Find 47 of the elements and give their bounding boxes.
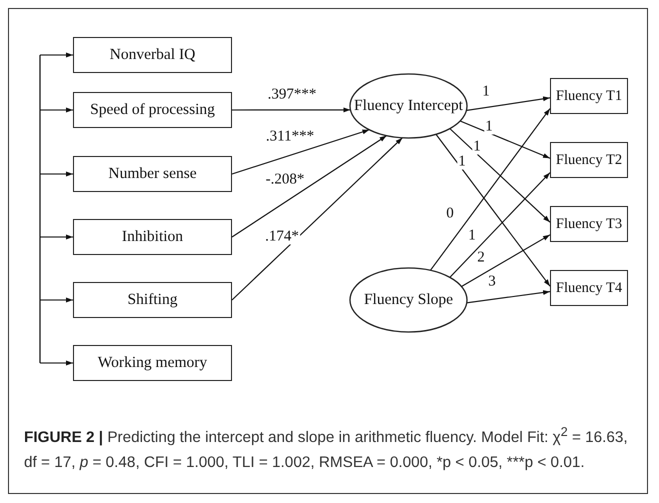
node-label: Number sense (107, 165, 198, 183)
node-label: Nonverbal IQ (108, 46, 196, 64)
latent-variable-ellipse (350, 268, 467, 332)
node-label: Fluency T1 (554, 88, 624, 104)
variable-box (73, 92, 232, 128)
variable-box (550, 206, 628, 242)
arrow (232, 129, 370, 175)
edge-label: .174* (264, 230, 300, 244)
edge-label: 1 (457, 154, 467, 170)
node-label: Fluency T3 (554, 216, 624, 232)
node-label: Working memory (96, 354, 208, 372)
latent-variable-ellipse (350, 74, 467, 138)
arrow (466, 96, 550, 111)
variable-box (73, 345, 232, 381)
node-label: Speed of processing (89, 101, 216, 119)
arrow (40, 298, 73, 302)
arrow (461, 234, 550, 287)
arrow (232, 135, 387, 238)
arrow (232, 137, 403, 300)
arrow (460, 120, 550, 159)
variable-box (73, 156, 232, 192)
node-label: Fluency T2 (554, 152, 624, 168)
variable-box (550, 142, 628, 178)
variable-box (73, 219, 232, 255)
variable-box (73, 282, 232, 318)
node-label: Inhibition (120, 228, 184, 246)
arrow (449, 128, 550, 223)
arrow (466, 290, 550, 304)
arrow (40, 172, 73, 176)
edge-label: 1 (472, 140, 482, 154)
arrow (40, 234, 73, 240)
node-label: Fluency Slope (362, 290, 454, 310)
variable-box (550, 78, 628, 114)
arrow (436, 134, 550, 287)
variable-box (73, 37, 232, 73)
arrow (40, 108, 73, 112)
edge-label: 1 (484, 120, 494, 134)
arrow (232, 107, 350, 112)
node-label: Fluency Intercept (353, 96, 464, 116)
arrow (449, 172, 550, 278)
arrow (430, 108, 550, 271)
figure-caption: FIGURE 2 | Predicting the intercept and slope in arithmetic fluency. Model Fit: χ$^{2}$ = 16.63, df = 17, p = 0.48, CFI = 1.000, TLI = 1.002, RMSEA = 0.000, *p < 0.05, ***p < 0.01. (24, 423, 629, 474)
arrow (40, 360, 73, 366)
arrow (40, 52, 73, 58)
node-label: Fluency T4 (554, 280, 624, 296)
variable-box (550, 270, 628, 306)
node-label: Shifting (126, 291, 178, 309)
